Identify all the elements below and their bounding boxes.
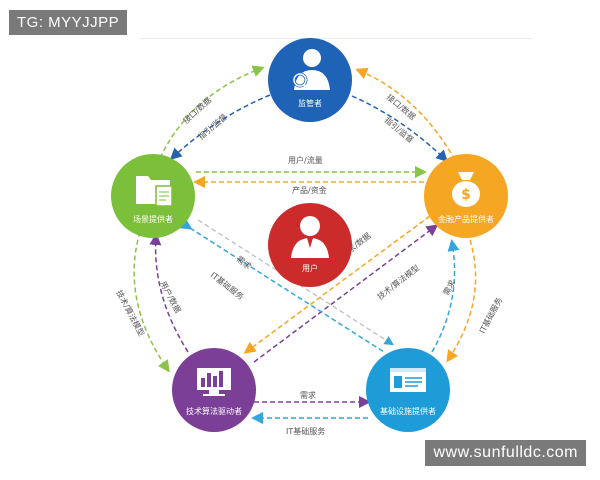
watermark-top: TG: MYYJJPP (9, 10, 128, 35)
person-magnifier-icon (292, 49, 330, 90)
label-infra-scenario: IT基础服务 (209, 270, 246, 302)
label-infra-tech: IT基础服务 (286, 426, 325, 436)
label-reg-scenario-down: 指引/监督 (196, 112, 229, 142)
edge-tech-to-finance (253, 224, 439, 363)
node-user-label: 用户 (302, 263, 318, 273)
server-window-icon (390, 368, 426, 392)
node-finance-label: 金融产品提供者 (438, 214, 494, 224)
edge-finance-to-infra (446, 239, 477, 363)
node-finance: $ 金融产品提供者 (424, 154, 508, 238)
node-user: 用户 (268, 203, 352, 287)
node-scenario: 场景提供者 (111, 154, 195, 238)
user-icon (291, 216, 329, 258)
node-tech: 技术算法驱动者 (172, 348, 256, 432)
label-scenario-tech-a: 技术/算法模型 (114, 288, 147, 337)
edge-scenario-to-infra (179, 218, 385, 353)
label-finance-scenario: 产品/资金 (292, 185, 327, 195)
folder-document-icon (136, 176, 173, 207)
edge-finance-to-regulator (355, 67, 456, 161)
node-tech-label: 技术算法驱动者 (186, 406, 242, 416)
label-finance-tech: 技术/算法模型 (375, 262, 421, 301)
node-infra: 基础设施提供者 (366, 348, 450, 432)
edge-regulator-to-scenario (169, 94, 271, 161)
node-regulator-label: 监管者 (298, 98, 322, 108)
edge-infra-to-finance (431, 239, 460, 353)
label-scenario-finance: 用户/流量 (288, 155, 323, 165)
top-divider (140, 38, 532, 39)
node-scenario-label: 场景提供者 (133, 214, 173, 224)
edge-scenario-to-tech-left (133, 231, 170, 373)
node-regulator: 监管者 (268, 38, 352, 122)
money-bag-icon: $ (452, 172, 480, 207)
edge-regulator-to-finance (351, 95, 449, 163)
monitor-chart-icon (197, 368, 231, 396)
label-finance-infra-b: IT基础服务 (477, 296, 504, 335)
label-user-scenario: 需求 (235, 254, 254, 272)
node-infra-label: 基础设施提供者 (380, 406, 436, 416)
edge-finance-to-tech (243, 215, 431, 354)
label-tech-infra: 需求 (300, 390, 316, 400)
edge-scenario-to-regulator (159, 65, 265, 159)
watermark-bottom: www.sunfulldc.com (425, 440, 586, 466)
svg-text:$: $ (461, 187, 471, 203)
label-scenario-reg-up: 接口/数据 (181, 95, 213, 126)
